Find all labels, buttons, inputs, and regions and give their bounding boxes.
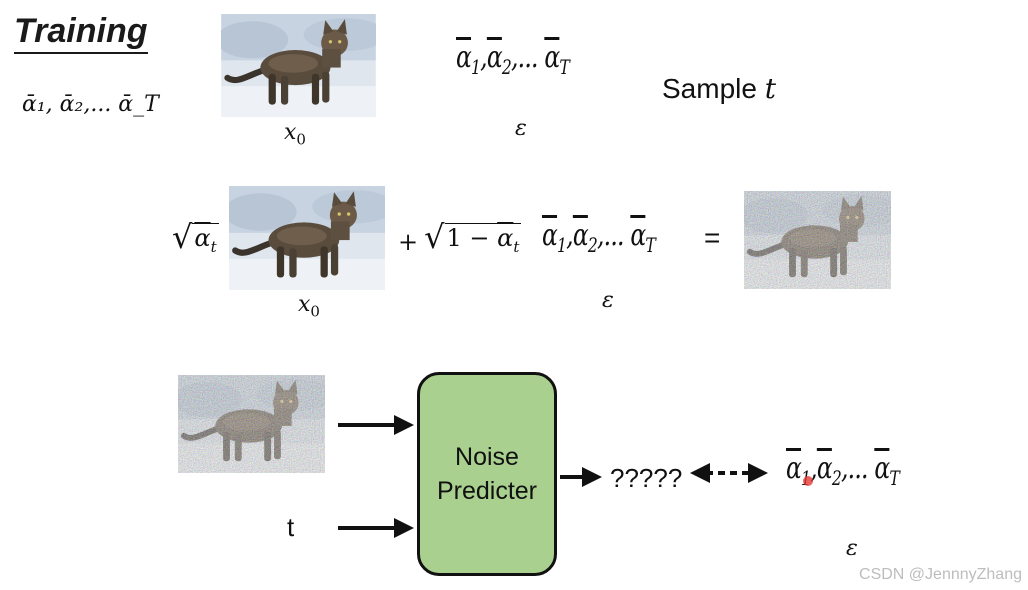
- noise-alpha-seq-bottom: α1,α2,... αT: [786, 451, 900, 490]
- epsilon-label-bottom: ε: [846, 536, 858, 561]
- epsilon-label-top: ε: [515, 116, 527, 141]
- x0-label-top: x0: [284, 120, 306, 149]
- noisy-cat-image-mid: [744, 191, 891, 289]
- sqrt-alpha-bar-t: √αt: [172, 218, 219, 256]
- cursor-dot: [803, 476, 813, 486]
- training-title: Training: [14, 12, 148, 54]
- noise-alpha-seq-mid: α1,α2,... αT: [542, 218, 656, 257]
- noise-predictor-box: Noise Predicter: [417, 372, 557, 576]
- sample-t-label: Sample t: [662, 72, 776, 105]
- t-input-label: t: [287, 512, 295, 542]
- watermark: CSDN @JennnyZhang: [859, 566, 1022, 583]
- noise-alpha-seq-top: α1,α2,... αT: [456, 40, 570, 79]
- alpha-schedule-label: ᾱ₁, ᾱ₂,... ᾱ_T: [22, 92, 159, 117]
- predictor-line2: Predicter: [436, 477, 538, 505]
- predictor-line1: Noise: [455, 443, 519, 471]
- equals-sign: =: [704, 222, 721, 253]
- epsilon-label-mid: ε: [602, 288, 614, 313]
- sqrt-one-minus-alpha-bar-t: +√1 − αt: [398, 218, 522, 256]
- x0-label-mid: x0: [298, 292, 320, 321]
- noisy-cat-image-input: [178, 375, 325, 473]
- predicted-output: ?????: [610, 463, 683, 493]
